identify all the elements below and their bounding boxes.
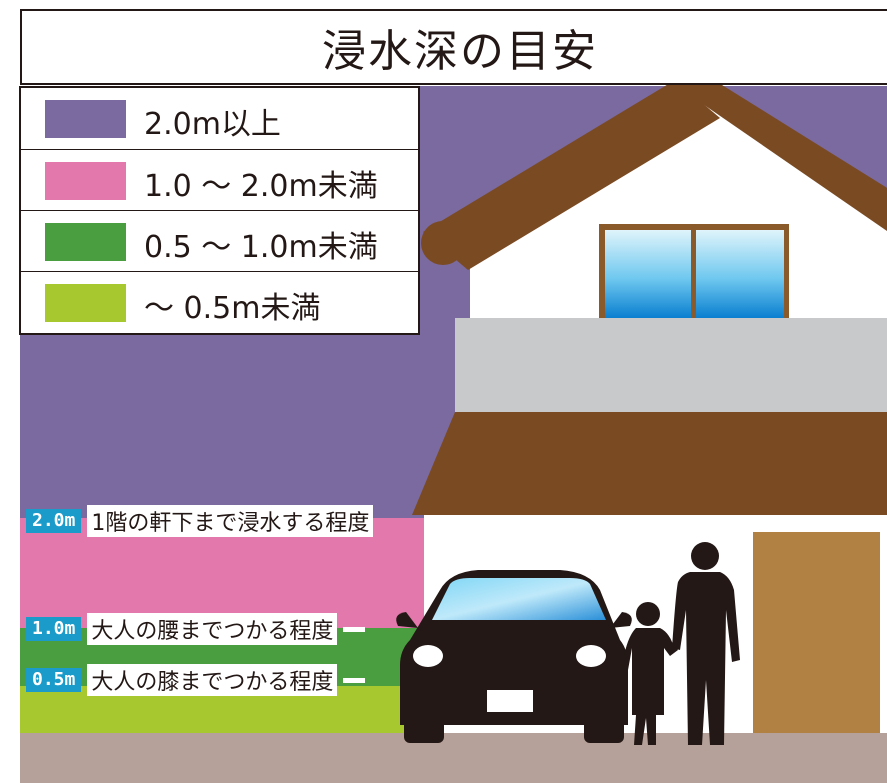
depth-badge: 0.5m <box>26 668 82 692</box>
legend: 2.0m以上 1.0 ～ 2.0m未満 0.5 ～ 1.0m未満 ～ 0.5m未… <box>19 86 420 335</box>
page-title: 浸水深の目安 <box>322 26 598 77</box>
car-license-plate <box>487 690 533 712</box>
depth-description: 大人の膝までつかる程度 <box>87 664 338 696</box>
legend-swatch <box>45 223 126 261</box>
car-headlight-right <box>576 645 606 667</box>
roof-left <box>423 80 720 270</box>
legend-item: 1.0 ～ 2.0m未満 <box>21 149 418 210</box>
depth-description: 1階の軒下まで浸水する程度 <box>87 505 374 537</box>
car-headlight-left <box>413 645 443 667</box>
house <box>412 80 887 735</box>
depth-marker-2m: 2.0m 1階の軒下まで浸水する程度 <box>26 505 374 537</box>
legend-item: 0.5 ～ 1.0m未満 <box>21 210 418 271</box>
first-floor-eave <box>412 412 887 515</box>
child-head <box>636 602 660 626</box>
adult-body <box>672 572 740 745</box>
people-silhouettes <box>622 542 740 745</box>
legend-label: 2.0m以上 <box>144 107 281 142</box>
roof-right <box>668 80 887 232</box>
car-windshield <box>432 578 606 620</box>
legend-label: 0.5 ～ 1.0m未満 <box>144 230 378 265</box>
legend-swatch <box>45 162 126 200</box>
level-dash <box>343 677 366 683</box>
depth-marker-05m: 0.5m 大人の膝までつかる程度 <box>26 664 366 696</box>
depth-badge: 1.0m <box>26 617 82 641</box>
adult-head <box>691 542 719 570</box>
ground <box>20 733 887 783</box>
front-door <box>753 532 880 735</box>
roof-eave-end <box>421 221 465 265</box>
level-dash <box>343 626 366 632</box>
upper-window-pane-right <box>696 230 784 318</box>
legend-item: 2.0m以上 <box>21 88 418 149</box>
legend-label: ～ 0.5m未満 <box>144 291 321 326</box>
title-bar: 浸水深の目安 <box>20 9 887 85</box>
depth-badge: 2.0m <box>26 509 82 533</box>
balcony <box>455 318 887 412</box>
child-body <box>622 628 678 745</box>
depth-description: 大人の腰までつかる程度 <box>87 613 338 645</box>
legend-item: ～ 0.5m未満 <box>21 271 418 332</box>
legend-swatch <box>45 100 126 138</box>
legend-label: 1.0 ～ 2.0m未満 <box>144 169 378 204</box>
depth-marker-1m: 1.0m 大人の腰までつかる程度 <box>26 613 366 645</box>
car-silhouette <box>396 570 632 743</box>
upper-window-pane-left <box>605 230 691 318</box>
legend-swatch <box>45 284 126 322</box>
